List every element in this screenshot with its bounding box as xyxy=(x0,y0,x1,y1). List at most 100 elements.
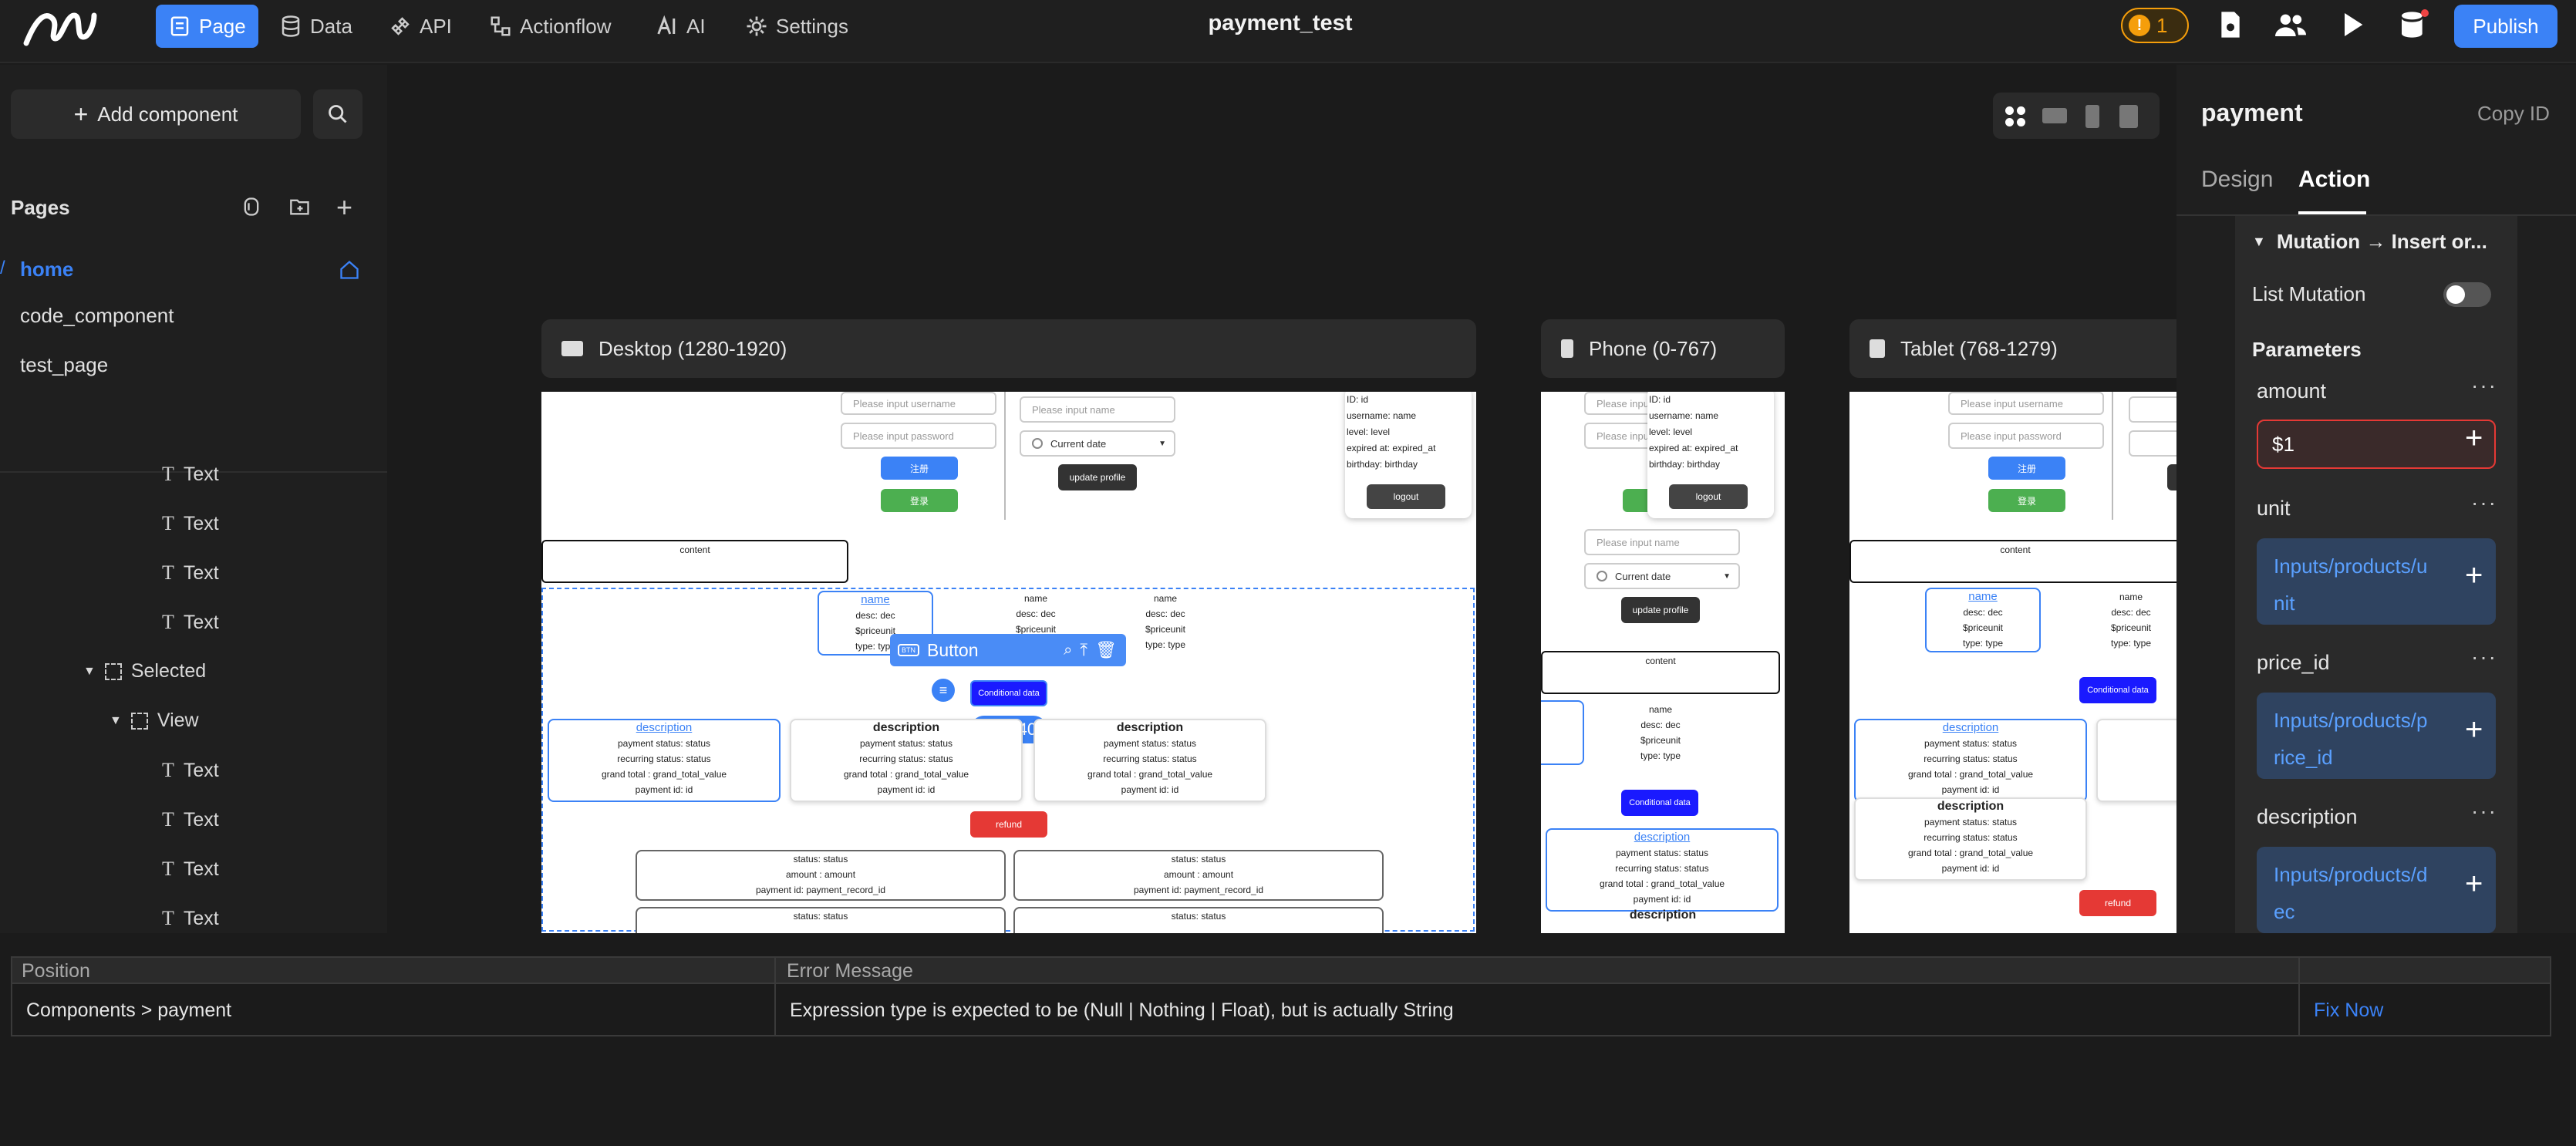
payment-row[interactable]: status: status amount : amount payment i… xyxy=(636,850,1006,901)
refund-button[interactable]: refund xyxy=(970,811,1047,838)
name-input[interactable]: Please input name xyxy=(1020,396,1175,423)
name-input[interactable] xyxy=(2129,396,2176,423)
tab-design[interactable]: Design xyxy=(2201,167,2274,192)
list-mutation-toggle[interactable] xyxy=(2443,282,2491,307)
menu-handle-icon[interactable]: ≡ xyxy=(932,679,955,702)
record-card[interactable]: description payment status: status recur… xyxy=(1854,797,2087,881)
record-title[interactable]: description xyxy=(1942,721,1999,734)
nav-actionflow[interactable]: Actionflow xyxy=(477,5,624,48)
record-card[interactable]: description payment status: status recur… xyxy=(1546,828,1779,912)
payment-row[interactable]: status: status xyxy=(1013,907,1384,933)
record-title[interactable]: description xyxy=(636,721,693,734)
name-input[interactable]: Please input name xyxy=(1584,529,1740,555)
tree-item-view[interactable]: ▼View xyxy=(110,710,199,732)
add-component-button[interactable]: + Add component xyxy=(11,89,301,139)
warning-badge[interactable]: ! 1 xyxy=(2121,8,2189,43)
add-expression-icon[interactable]: + xyxy=(2465,867,2483,901)
tablet-frame[interactable]: Please input username Please input passw… xyxy=(1849,392,2176,933)
refund-button[interactable]: refund xyxy=(2079,890,2156,916)
param-value-description[interactable]: Inputs/products/dec xyxy=(2257,847,2496,933)
conditional-data-button[interactable]: Conditional data xyxy=(1621,790,1698,816)
preview-page-icon[interactable] xyxy=(2215,9,2246,40)
nav-api[interactable]: API xyxy=(376,5,464,48)
phone-frame[interactable]: Please input username Please input passw… xyxy=(1541,392,1785,933)
more-icon[interactable]: ··· xyxy=(2471,490,2497,514)
password-input[interactable]: Please input password xyxy=(841,423,996,449)
page-item-home[interactable]: / home xyxy=(0,253,387,287)
add-page-icon[interactable]: + xyxy=(336,191,353,223)
grid-view-icon[interactable] xyxy=(2005,106,2025,126)
update-profile-button[interactable]: update profile xyxy=(1058,464,1137,490)
username-input[interactable]: Please input username xyxy=(1948,392,2104,415)
play-icon[interactable] xyxy=(2337,9,2368,40)
page-item-code-component[interactable]: code_component xyxy=(20,304,174,327)
record-card[interactable] xyxy=(2096,719,2176,802)
param-value-price-id[interactable]: Inputs/products/price_id xyxy=(2257,693,2496,779)
payment-row[interactable]: status: status amount : amount payment i… xyxy=(1013,850,1384,901)
database-status-icon[interactable] xyxy=(2397,9,2429,40)
add-expression-icon[interactable]: + xyxy=(2465,421,2483,455)
delete-icon[interactable]: 🗑 xyxy=(1095,640,1117,659)
product-card[interactable]: name desc: dec $priceunit type: type xyxy=(1925,588,2041,652)
param-value-unit[interactable]: Inputs/products/unit xyxy=(2257,538,2496,625)
section-header[interactable]: ▼ Mutation → Insert or... xyxy=(2252,230,2487,254)
more-icon[interactable]: ··· xyxy=(2471,799,2497,823)
record-card[interactable]: description payment status: status recur… xyxy=(1033,719,1266,802)
tab-action[interactable]: Action xyxy=(2298,167,2371,192)
more-icon[interactable]: ··· xyxy=(2471,645,2497,669)
users-icon[interactable] xyxy=(2274,9,2306,40)
record-card[interactable]: description payment status: status recur… xyxy=(790,719,1023,802)
username-input[interactable]: Please input username xyxy=(841,392,996,415)
copy-id-button[interactable]: Copy ID xyxy=(2477,102,2550,125)
date-picker[interactable] xyxy=(2129,430,2176,457)
nav-settings[interactable]: Settings xyxy=(733,5,861,48)
register-button[interactable]: 注册 xyxy=(881,457,958,480)
date-picker[interactable]: Current date ▼ xyxy=(1584,563,1740,589)
param-input-amount[interactable]: $1 xyxy=(2257,420,2496,469)
collapse-panel-chevron-icon[interactable]: ⌄ xyxy=(1266,929,1284,933)
record-card[interactable]: description payment status: status recur… xyxy=(1854,719,2087,802)
payment-row[interactable]: status: status xyxy=(636,907,1006,933)
update-profile-button[interactable] xyxy=(2167,464,2176,490)
tablet-view-icon[interactable] xyxy=(2119,105,2138,128)
page-item-test-page[interactable]: test_page xyxy=(20,353,109,376)
update-profile-button[interactable]: update profile xyxy=(1621,597,1700,623)
product-card[interactable]: name desc: dec $priceunit type: type xyxy=(1108,591,1223,652)
conditional-data-button[interactable]: Conditional data xyxy=(970,680,1047,706)
nav-page[interactable]: Page xyxy=(156,5,258,48)
tree-item-selected[interactable]: ▼Selected xyxy=(83,660,206,683)
record-title[interactable]: description xyxy=(1634,831,1691,844)
fix-now-link[interactable]: Fix Now xyxy=(2314,999,2384,1021)
nav-data[interactable]: Data xyxy=(267,5,365,48)
product-card[interactable]: name desc: dec $priceunit type: type xyxy=(2073,589,2176,651)
product-name[interactable]: name xyxy=(1968,590,1998,603)
nav-ai[interactable]: AI xyxy=(643,5,718,48)
selected-container[interactable] xyxy=(541,588,1475,932)
register-button[interactable]: 注册 xyxy=(1988,457,2065,480)
publish-button[interactable]: Publish xyxy=(2454,5,2557,48)
search-button[interactable] xyxy=(313,89,362,139)
design-canvas[interactable]: Desktop (1280-1920) Phone (0-767) Tablet… xyxy=(387,65,2176,933)
login-button[interactable]: 登录 xyxy=(881,489,958,512)
phone-view-icon[interactable] xyxy=(2085,105,2099,128)
product-card[interactable] xyxy=(1541,700,1584,765)
page-layers-icon[interactable] xyxy=(241,196,262,221)
add-folder-icon[interactable] xyxy=(288,196,312,221)
desktop-frame[interactable]: Please input username Please input passw… xyxy=(541,392,1476,933)
logout-button[interactable]: logout xyxy=(1367,484,1445,509)
add-expression-icon[interactable]: + xyxy=(2465,713,2483,747)
conditional-data-button[interactable]: Conditional data xyxy=(2079,677,2156,703)
frame-header-phone[interactable]: Phone (0-767) xyxy=(1541,319,1785,378)
login-button[interactable]: 登录 xyxy=(1988,489,2065,512)
select-parent-icon[interactable]: ⌕ xyxy=(1064,641,1073,659)
product-card[interactable]: name desc: dec $priceunit type: type xyxy=(818,591,933,656)
add-expression-icon[interactable]: + xyxy=(2465,558,2483,592)
logout-button[interactable]: logout xyxy=(1669,484,1748,509)
frame-header-tablet[interactable]: Tablet (768-1279) xyxy=(1849,319,2176,378)
date-picker[interactable]: Current date ▼ xyxy=(1020,430,1175,457)
